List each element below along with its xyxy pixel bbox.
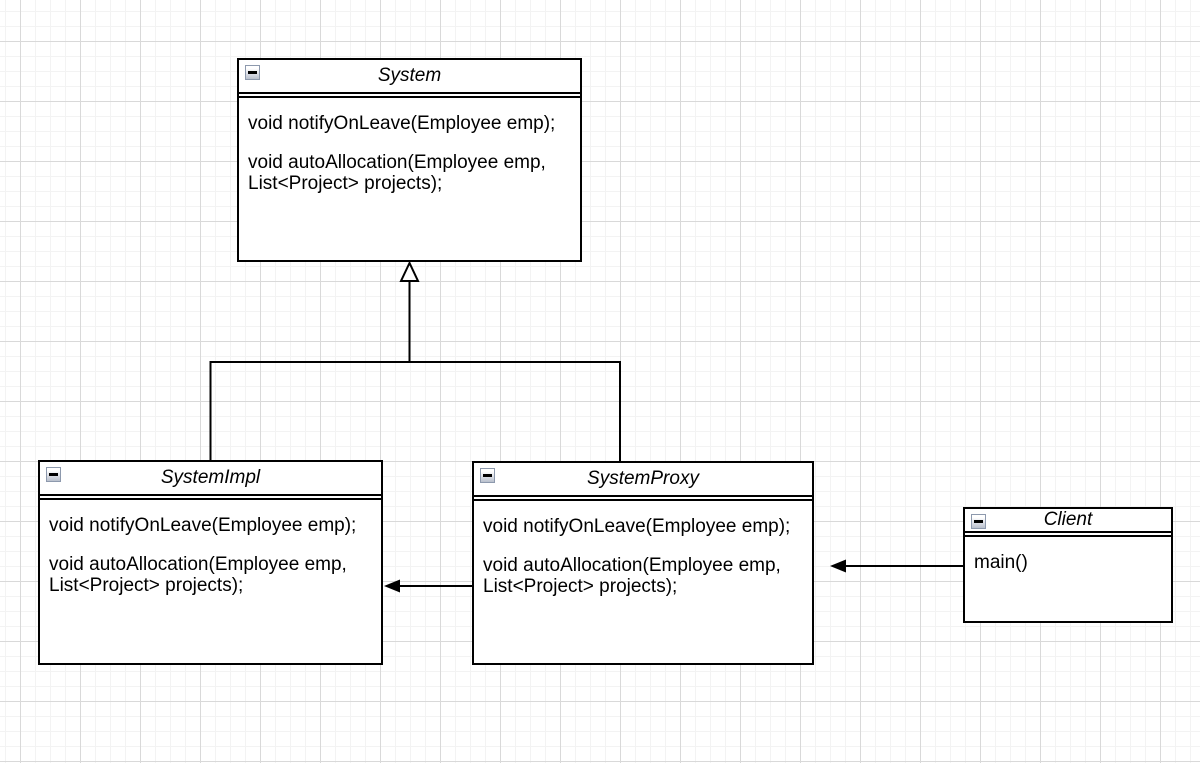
class-title-system: System (239, 60, 580, 94)
method-notify-on-leave: void notifyOnLeave(Employee emp); (248, 113, 556, 134)
class-systemimpl[interactable]: SystemImpl void notifyOnLeave(Employee e… (38, 460, 383, 665)
method-auto-allocation: void autoAllocation(Employee emp, List<P… (483, 555, 781, 597)
generalization-connector[interactable] (209, 260, 621, 461)
minus-icon (974, 520, 983, 523)
compartment-separator (965, 533, 1171, 537)
collapse-icon[interactable] (245, 65, 260, 80)
class-system[interactable]: System void notifyOnLeave(Employee emp);… (237, 58, 582, 262)
class-title-systemproxy: SystemProxy (474, 463, 812, 497)
compartment-separator (40, 496, 381, 500)
collapse-icon[interactable] (480, 468, 495, 483)
class-systemproxy[interactable]: SystemProxy void notifyOnLeave(Employee … (472, 461, 814, 665)
minus-icon (49, 473, 58, 476)
methods-compartment: void notifyOnLeave(Employee emp); void a… (474, 501, 812, 597)
collapse-icon[interactable] (971, 514, 986, 529)
class-client[interactable]: Client main() (963, 507, 1173, 623)
filled-arrowhead (384, 579, 400, 593)
compartment-separator (239, 94, 580, 98)
proxy-to-impl-arrow[interactable] (384, 579, 472, 593)
minus-icon (248, 71, 257, 74)
method-notify-on-leave: void notifyOnLeave(Employee emp); (483, 516, 791, 537)
class-title-client: Client (965, 509, 1171, 533)
hollow-triangle-arrowhead (399, 260, 420, 282)
collapse-icon[interactable] (46, 467, 61, 482)
method-auto-allocation: void autoAllocation(Employee emp, List<P… (248, 152, 546, 194)
class-title-systemimpl: SystemImpl (40, 462, 381, 496)
method-main: main() (974, 552, 1028, 573)
methods-compartment: void notifyOnLeave(Employee emp); void a… (40, 500, 381, 596)
compartment-separator (474, 497, 812, 501)
minus-icon (483, 474, 492, 477)
methods-compartment: main() (965, 537, 1171, 573)
client-to-proxy-arrow[interactable] (830, 559, 963, 573)
method-notify-on-leave: void notifyOnLeave(Employee emp); (49, 515, 357, 536)
method-auto-allocation: void autoAllocation(Employee emp, List<P… (49, 554, 347, 596)
methods-compartment: void notifyOnLeave(Employee emp); void a… (239, 98, 580, 194)
filled-arrowhead (830, 559, 846, 573)
